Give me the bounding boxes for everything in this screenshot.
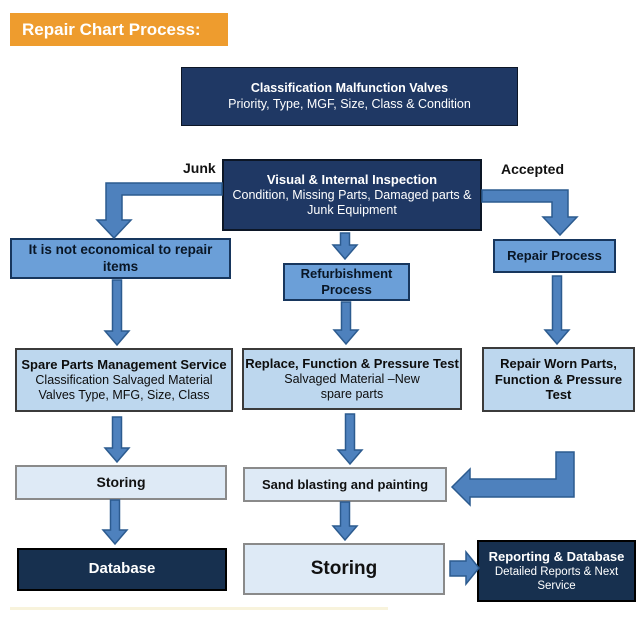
- arrow-storing-to-reporting: [449, 549, 480, 587]
- arrow-noteconomical-to-spareparts: [103, 279, 131, 347]
- bottom-divider-line: [10, 607, 388, 610]
- database-box: Database: [17, 548, 227, 591]
- arrow-visual-to-refurbishment: [331, 232, 359, 261]
- arrow-junk-elbow-left: [95, 182, 223, 240]
- reporting-title: Reporting & Database: [488, 549, 625, 565]
- reporting-subtitle: Detailed Reports & Next Service: [494, 565, 619, 592]
- classification-box: Classification Malfunction Valves Priori…: [181, 67, 518, 126]
- visual-inspection-title: Visual & Internal Inspection: [266, 171, 438, 187]
- storing-center-box: Storing: [243, 543, 445, 595]
- arrow-spareparts-to-storing: [103, 416, 131, 464]
- replace-test-subtitle: Salvaged Material –New spare parts: [284, 371, 420, 401]
- reporting-database-box: Reporting & Database Detailed Reports & …: [477, 540, 636, 602]
- arrow-repairprocess-to-repairworn: [543, 275, 571, 346]
- spare-parts-title: Spare Parts Management Service: [21, 356, 227, 372]
- visual-inspection-box: Visual & Internal Inspection Condition, …: [222, 159, 482, 231]
- arrow-repairworn-elbow-to-sandblasting: [450, 451, 575, 507]
- arrow-replace-to-sandblasting: [336, 413, 364, 466]
- storing-left-box: Storing: [15, 465, 227, 500]
- repair-process-box: Repair Process: [493, 239, 616, 273]
- junk-label: Junk: [183, 160, 216, 176]
- refurbishment-box: Refurbishment Process: [283, 263, 410, 301]
- arrow-storing-to-database: [101, 499, 129, 546]
- spare-parts-box: Spare Parts Management Service Classific…: [15, 348, 233, 412]
- replace-test-box: Replace, Function & Pressure Test Salvag…: [242, 348, 462, 410]
- classification-subtitle: Priority, Type, MGF, Size, Class & Condi…: [228, 96, 471, 111]
- page-title: Repair Chart Process:: [10, 13, 228, 46]
- arrow-sandblasting-to-storing: [331, 501, 359, 542]
- sand-blasting-box: Sand blasting and painting: [243, 467, 447, 502]
- replace-test-title: Replace, Function & Pressure Test: [245, 355, 459, 371]
- visual-inspection-subtitle: Condition, Missing Parts, Damaged parts …: [232, 187, 472, 217]
- accepted-label: Accepted: [501, 161, 565, 177]
- spare-parts-line2: Classification Salvaged Material: [35, 372, 213, 387]
- repair-worn-box: Repair Worn Parts, Function & Pressure T…: [482, 347, 635, 412]
- arrow-refurbishment-to-replace: [332, 301, 360, 346]
- classification-title: Classification Malfunction Valves: [250, 81, 449, 96]
- not-economical-box: It is not economical to repair items: [10, 238, 231, 279]
- arrow-accepted-elbow-right: [481, 189, 579, 237]
- spare-parts-line3: Valves Type, MFG, Size, Class: [38, 387, 210, 402]
